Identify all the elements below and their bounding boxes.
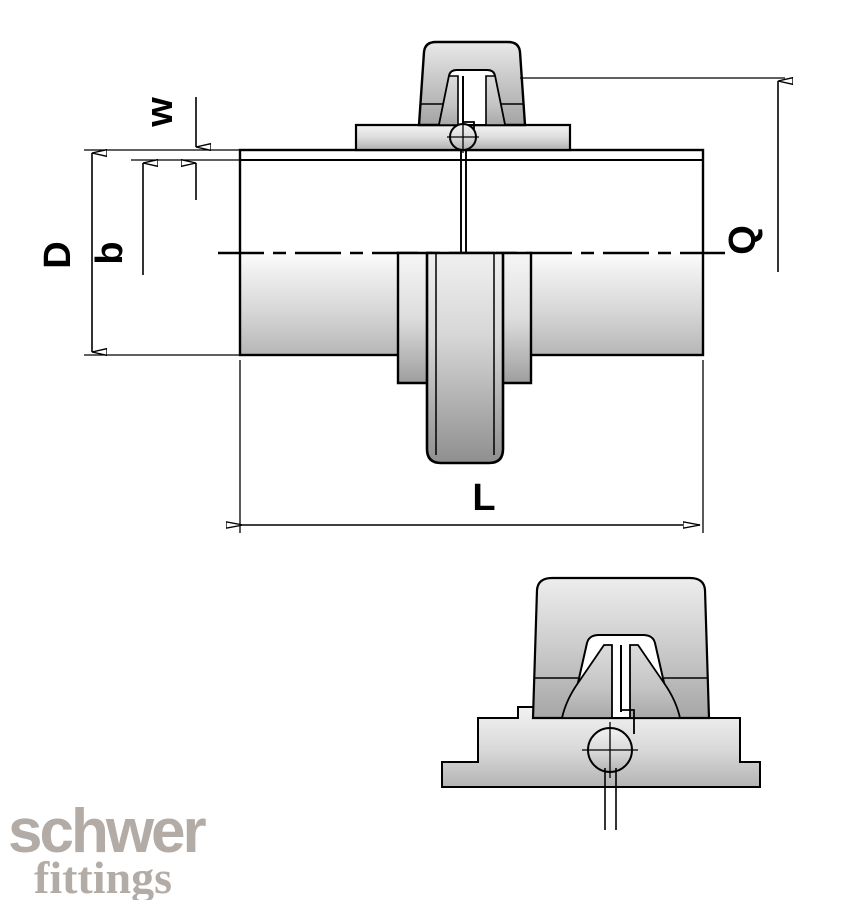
clamp-bolt-circle-group: [447, 121, 479, 153]
clamp-detail-view: [441, 576, 761, 830]
brand-logo: schwer fittings: [8, 797, 210, 903]
dimension-label-w: w: [139, 97, 181, 128]
dimension-label-L: L: [472, 477, 495, 519]
logo-tagline-text: fittings: [34, 852, 172, 900]
detail-wedge-right: [629, 644, 682, 719]
detail-wedge-left: [560, 644, 613, 719]
dimension-D: D: [37, 153, 92, 352]
main-bolt-stem-lines: [460, 150, 467, 253]
dimension-label-D: D: [37, 241, 79, 268]
clamp-wedge-left: [438, 75, 459, 126]
logo-brand-text: schwer: [8, 797, 207, 866]
dimension-label-Q: Q: [722, 225, 764, 255]
extension-lines: [84, 77, 785, 533]
dimension-b: b: [89, 163, 143, 275]
dimension-L: L: [243, 477, 700, 525]
clamp-wedge-right: [485, 75, 506, 126]
central-hub: [425, 251, 505, 465]
dimension-label-b: b: [89, 241, 131, 264]
tube-upper-half: [240, 150, 703, 253]
main-assembly-view: D b w Q L: [37, 40, 785, 533]
clamp-band: [417, 40, 527, 134]
dimension-w: w: [139, 97, 196, 200]
detail-bolt-seat-step: [621, 709, 635, 734]
dimension-Q: Q: [722, 81, 778, 272]
inner-hub-assembly: [396, 251, 533, 465]
